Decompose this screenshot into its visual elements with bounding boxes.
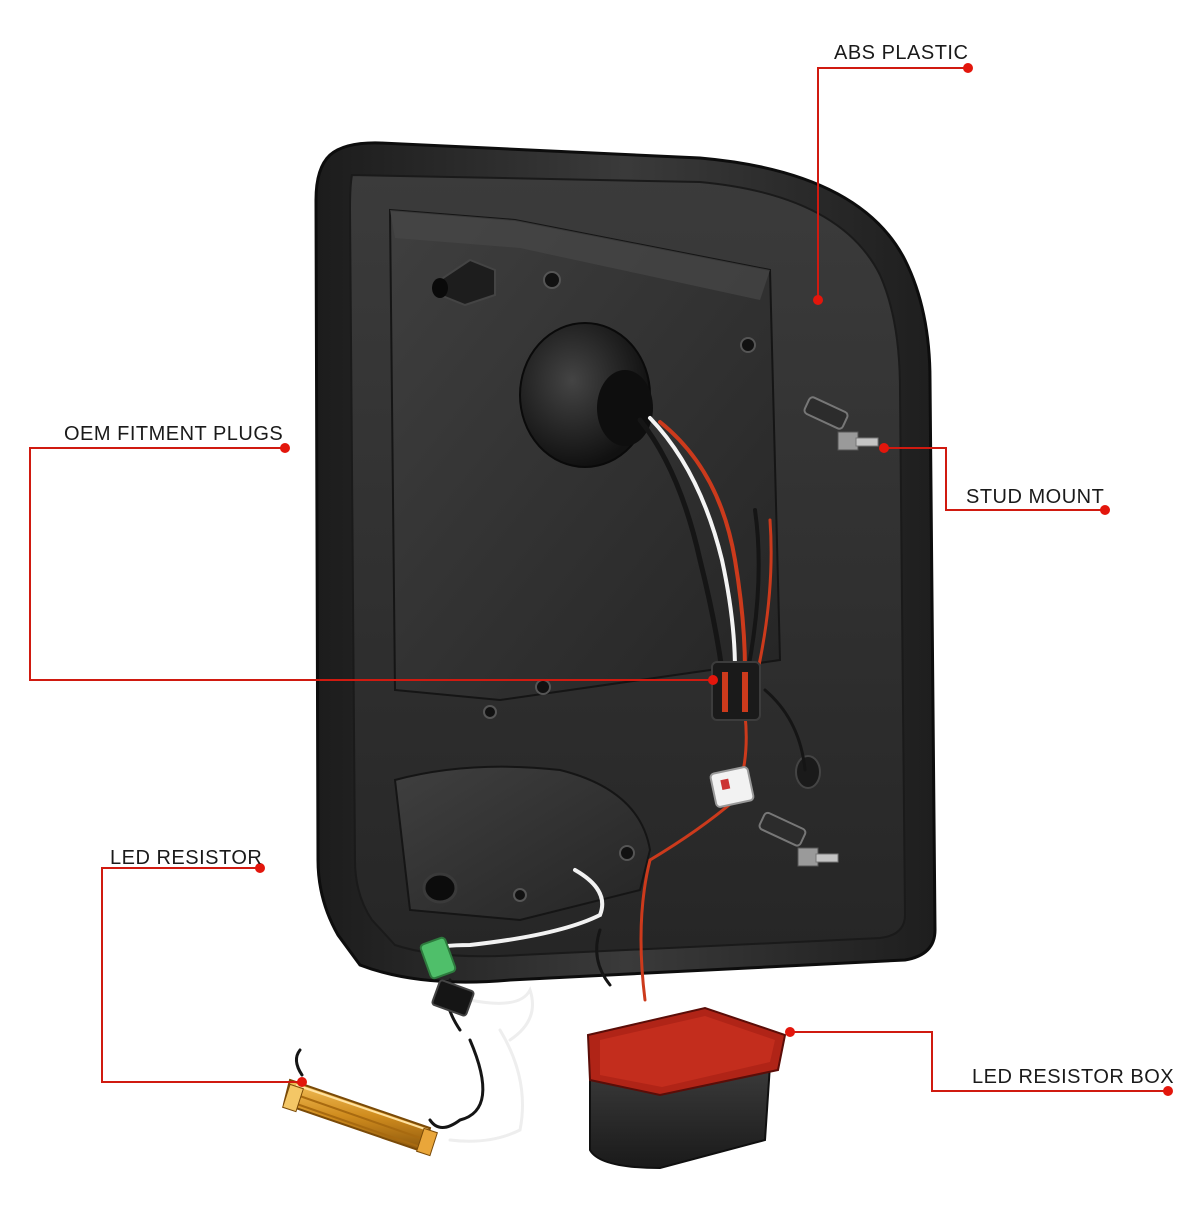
screw [543, 271, 561, 289]
abs-plastic-label: ABS PLASTIC [834, 42, 969, 64]
callout-dot [963, 63, 973, 73]
led-resistor-box [586, 1006, 787, 1170]
screw [513, 888, 527, 902]
housing-upper-block-top [390, 210, 770, 300]
callout-dot [813, 295, 823, 305]
green-connector [419, 936, 457, 980]
oem-fitment-plugs-leader-line [29, 447, 713, 681]
grommet [795, 755, 821, 789]
screw [619, 845, 635, 861]
callout-dot [297, 1077, 307, 1087]
housing-lower-block [393, 765, 652, 922]
led-resistor [282, 1078, 438, 1157]
oem-connector-plug [711, 661, 761, 721]
callout-dots [255, 63, 1173, 1096]
screw [535, 679, 551, 695]
black-connector [431, 979, 475, 1017]
callout-dot [879, 443, 889, 453]
screw [740, 337, 756, 353]
abs-plastic-leader-line [817, 67, 968, 300]
callout-dot [785, 1027, 795, 1037]
callout-dot [708, 675, 718, 685]
led-resistor-leader-line [101, 867, 302, 1083]
callout-lines [29, 67, 1168, 1092]
callout-dot [255, 863, 265, 873]
callout-dot [1100, 505, 1110, 515]
white-connector [709, 766, 755, 808]
stud-mount-leader-line [884, 447, 1105, 511]
upper-stud [803, 396, 879, 451]
stud-mount-label: STUD MOUNT [966, 486, 1105, 508]
led-resistor-box-label: LED RESISTOR BOX [972, 1066, 1175, 1088]
bulb-socket-opening [597, 370, 653, 446]
lower-mounting-post [422, 872, 458, 904]
callout-dot [1163, 1086, 1173, 1096]
led-resistor-label: LED RESISTOR [110, 847, 263, 869]
tail-light-housing [314, 141, 937, 984]
callout-dot [280, 443, 290, 453]
screw [483, 705, 497, 719]
oem-fitment-plugs-label: OEM FITMENT PLUGS [64, 423, 284, 445]
mounting-post-hole [432, 278, 448, 298]
lower-stud [758, 811, 839, 867]
led-resistor-box-leader-line [790, 1031, 1168, 1092]
